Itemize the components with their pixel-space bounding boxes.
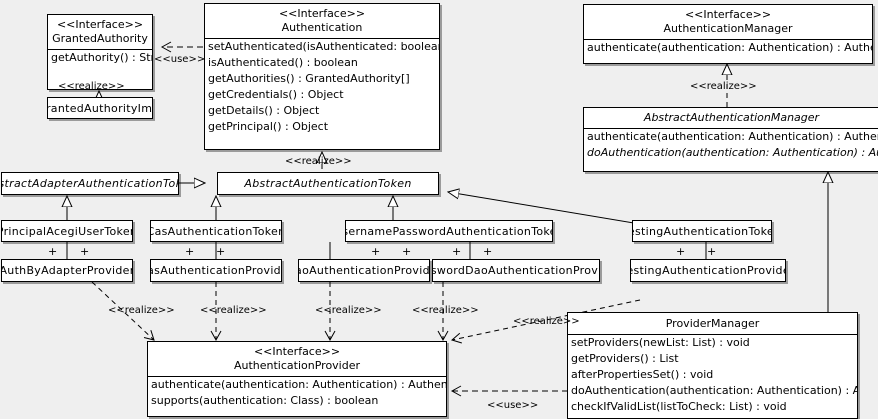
- operation: afterPropertiesSet() : void: [571, 368, 714, 381]
- multiplicity-marker: +: [452, 245, 462, 258]
- class-name: CasAuthenticationProvider: [151, 264, 281, 277]
- class-operations-compartment: setAuthenticated(isAuthenticated: boolea…: [205, 38, 439, 135]
- operation: supports(authentication: Class) : boolea…: [151, 394, 379, 407]
- class-name: AbstractAuthenticationManager: [643, 111, 820, 124]
- class-name: CasAuthenticationToken: [150, 224, 282, 238]
- class-abstract-authentication-token[interactable]: AbstractAuthenticationToken: [217, 172, 439, 195]
- operation: getProviders() : List: [571, 352, 679, 365]
- multiplicity-marker: +: [216, 245, 226, 258]
- multiplicity-marker: +: [483, 245, 493, 258]
- class-stereotype: <<Interface>>: [278, 7, 366, 20]
- class-operations-compartment: authenticate(authentication: Authenticat…: [148, 376, 446, 409]
- class-operations-compartment: authenticate(authentication: Authenticat…: [584, 39, 872, 56]
- edge-label-realize-auth-by-adapter-provider: <<realize>>: [108, 305, 175, 316]
- class-name: DaoAuthenticationProvider: [299, 264, 430, 277]
- multiplicity-marker: +: [371, 245, 381, 258]
- edge-label-realize-abstract-authentication-manager: <<realize>>: [690, 81, 757, 92]
- class-principal-acegi-user-token[interactable]: PrincipalAcegiUserToken: [1, 220, 133, 242]
- edge-label-realize-dao-authentication-provider: <<realize>>: [315, 305, 382, 316]
- class-password-dao-authentication-provider[interactable]: PasswordDaoAuthenticationProvider: [432, 259, 600, 282]
- operation: doAuthentication(authentication: Authent…: [571, 384, 857, 397]
- class-name: GrantedAuthority: [52, 32, 148, 45]
- edge-label-realize-cas-authentication-provider: <<realize>>: [200, 305, 267, 316]
- multiplicity-marker: +: [80, 245, 90, 258]
- class-provider-manager[interactable]: ProviderManager setProviders(newList: Li…: [567, 312, 858, 419]
- class-granted-authority[interactable]: <<Interface>> GrantedAuthority getAuthor…: [47, 14, 153, 90]
- class-name: AbstractAuthenticationToken: [244, 177, 412, 190]
- edge-label-use-provider-manager-authentication-provider: <<use>>: [487, 400, 539, 411]
- class-cas-authentication-token[interactable]: CasAuthenticationToken: [150, 220, 282, 242]
- class-operations-compartment: setProviders(newList: List) : void getPr…: [568, 334, 857, 415]
- class-name: UsernamePasswordAuthenticationToken: [345, 224, 553, 238]
- edge-label-realize-password-dao-authentication-provider: <<realize>>: [412, 305, 479, 316]
- class-name: GrantedAuthorityImpl: [48, 101, 153, 115]
- multiplicity-marker: +: [676, 245, 686, 258]
- class-username-password-authentication-token[interactable]: UsernamePasswordAuthenticationToken: [345, 220, 553, 242]
- multiplicity-marker: +: [402, 245, 412, 258]
- class-cas-authentication-provider[interactable]: CasAuthenticationProvider: [150, 259, 282, 282]
- operation: setAuthenticated(isAuthenticated: boolea…: [208, 40, 439, 53]
- operation: getAuthority() : String: [51, 51, 152, 64]
- class-authentication-manager[interactable]: <<Interface>> AuthenticationManager auth…: [583, 4, 873, 64]
- class-name: AbstractAdapterAuthenticationToken: [2, 177, 178, 190]
- operation: getPrincipal() : Object: [208, 120, 329, 133]
- class-stereotype: <<Interface>>: [253, 345, 341, 358]
- class-authentication-provider[interactable]: <<Interface>> AuthenticationProvider aut…: [147, 341, 447, 417]
- class-dao-authentication-provider[interactable]: DaoAuthenticationProvider: [298, 259, 430, 282]
- operation: setProviders(newList: List) : void: [571, 336, 750, 349]
- class-auth-by-adapter-provider[interactable]: AuthByAdapterProvider: [1, 259, 133, 282]
- class-stereotype: <<Interface>>: [56, 18, 144, 31]
- operation: getDetails() : Object: [208, 104, 320, 117]
- operation: authenticate(authentication: Authenticat…: [151, 378, 446, 391]
- class-name: ProviderManager: [665, 317, 760, 330]
- class-stereotype: <<Interface>>: [684, 8, 772, 21]
- operation: authenticate(authentication: Authenticat…: [587, 41, 872, 54]
- edge-label-use-authentication-granted-authority: <<use>>: [154, 54, 206, 65]
- class-abstract-adapter-authentication-token[interactable]: AbstractAdapterAuthenticationToken: [1, 172, 179, 195]
- class-name: AuthenticationProvider: [233, 359, 361, 372]
- class-name: PasswordDaoAuthenticationProvider: [433, 264, 599, 277]
- class-name: TestingAuthenticationToken: [633, 224, 771, 238]
- operation: getCredentials() : Object: [208, 88, 344, 101]
- edge-label-realize-abstract-authentication-token: <<realize>>: [285, 156, 352, 167]
- class-abstract-authentication-manager[interactable]: AbstractAuthenticationManager authentica…: [583, 107, 878, 172]
- operation: checkIfValidList(listToCheck: List) : vo…: [571, 400, 787, 413]
- class-granted-authority-impl[interactable]: GrantedAuthorityImpl: [47, 97, 153, 119]
- operation: doAuthentication(authentication: Authent…: [587, 146, 878, 159]
- class-authentication[interactable]: <<Interface>> Authentication setAuthenti…: [204, 3, 440, 150]
- class-name: PrincipalAcegiUserToken: [1, 224, 133, 238]
- class-name: AuthenticationManager: [663, 22, 793, 35]
- edge-label-realize-testing-authentication-provider: <<realize>>: [513, 316, 580, 327]
- class-operations-compartment: authenticate(authentication: Authenticat…: [584, 128, 878, 161]
- multiplicity-marker: +: [48, 245, 58, 258]
- class-name: AuthByAdapterProvider: [1, 264, 133, 277]
- edge-label-realize-granted-authority-impl: <<realize>>: [58, 81, 125, 92]
- class-testing-authentication-token[interactable]: TestingAuthenticationToken: [632, 220, 772, 242]
- operation: authenticate(authentication: Authenticat…: [587, 130, 878, 143]
- operation: isAuthenticated() : boolean: [208, 56, 358, 69]
- class-name: Authentication: [281, 21, 363, 34]
- operation: getAuthorities() : GrantedAuthority[]: [208, 72, 410, 85]
- class-name: TestingAuthenticationProvider: [631, 264, 785, 277]
- multiplicity-marker: +: [707, 245, 717, 258]
- multiplicity-marker: +: [185, 245, 195, 258]
- class-testing-authentication-provider[interactable]: TestingAuthenticationProvider: [630, 259, 786, 282]
- class-operations-compartment: getAuthority() : String: [48, 49, 152, 66]
